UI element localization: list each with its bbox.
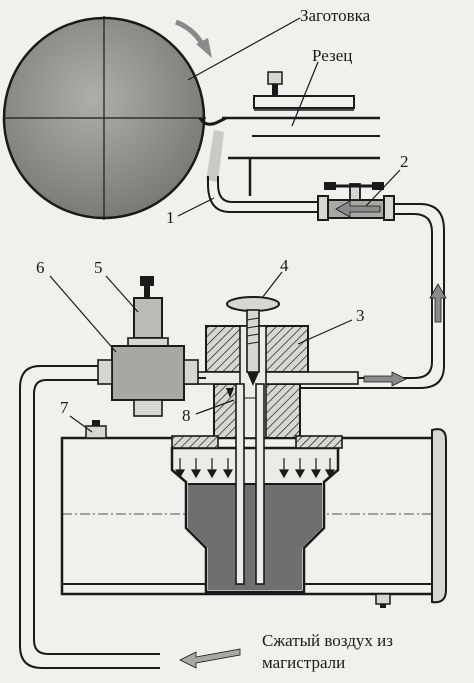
nozzle-pipe: [207, 176, 318, 213]
callout-2: 2: [400, 152, 409, 171]
compressed-air-caption-line1: Сжатый воздух из: [262, 631, 393, 650]
callout-6: 6: [36, 258, 45, 277]
screw-4-leader: [261, 271, 283, 299]
plug-7-leader: [69, 415, 93, 433]
workpiece-leader: [187, 17, 301, 81]
coolant-bowl: [170, 446, 340, 594]
air-inlet-pipe: [19, 365, 160, 669]
callout-7: 7: [60, 398, 69, 417]
fitting-6-leader: [49, 275, 117, 353]
callout-4: 4: [280, 256, 289, 275]
pressure-reducer: [127, 276, 169, 347]
supply-pipe: [290, 203, 445, 389]
housing-leader: [297, 319, 353, 345]
compressed-air-caption-line2: магистрали: [262, 653, 346, 672]
valve-leader: [365, 169, 401, 207]
valve: [317, 182, 395, 221]
rotation-arrow-icon: [175, 19, 212, 58]
reducer-5-leader: [105, 275, 139, 313]
flow-arrow-right-icon: [363, 371, 407, 387]
callout-1: 1: [166, 208, 175, 227]
needle-screw: [226, 296, 280, 386]
callout-8: 8: [182, 406, 191, 425]
tube-8-leader: [195, 399, 235, 415]
workpiece-label: Заготовка: [300, 6, 371, 25]
pipe-1-leader: [177, 197, 215, 217]
flow-arrow-left-icon: [335, 200, 381, 218]
air-fitting: [97, 345, 206, 417]
flow-arrow-up-icon: [429, 283, 447, 323]
cutter-tool: [198, 71, 380, 196]
coolant-spray: [206, 130, 224, 182]
callout-5: 5: [94, 258, 103, 277]
cutter-leader: [291, 61, 319, 127]
flow-arrow-air-in-icon: [179, 648, 241, 669]
cutter-label: Резец: [312, 46, 353, 65]
suction-tube: [226, 383, 265, 585]
workpiece-disc: [2, 16, 206, 220]
callout-3: 3: [356, 306, 365, 325]
